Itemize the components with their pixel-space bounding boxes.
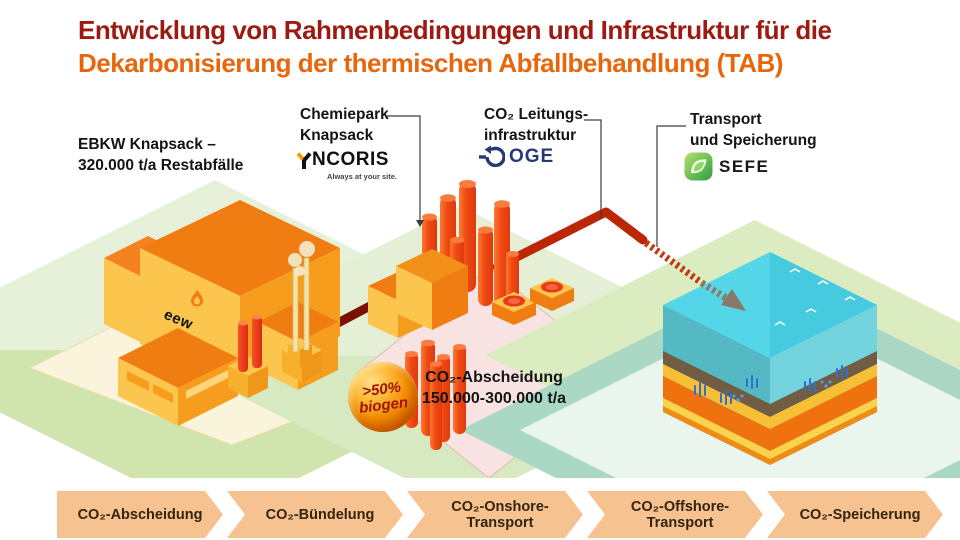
co2-capture-text: CO₂-Abscheidung 150.000-300.000 t/a: [421, 369, 567, 407]
factory-illustration: [104, 200, 340, 426]
sefe-leaf-icon: [684, 152, 713, 181]
process-steps-bar: CO₂-Abscheidung CO₂-Bündelung CO₂-Onshor…: [57, 491, 943, 538]
yncoris-y-icon: [296, 151, 312, 169]
process-step-speicherung: CO₂-Speicherung: [767, 491, 943, 538]
biogen-badge-text: >50% biogen: [358, 378, 410, 416]
label-connectors: [387, 115, 686, 247]
oge-logo: OGE: [479, 145, 554, 169]
process-step-buendelung: CO₂-Bündelung: [227, 491, 403, 538]
sea-storage-illustration: [663, 252, 877, 465]
chemiepark-illustration: [368, 180, 574, 450]
pipe-chemiepark-rise: [492, 207, 648, 272]
label-transport-storage: Transport und Speicherung: [690, 111, 817, 149]
eew-flame-icon: [191, 290, 203, 307]
label-chemiepark: Chemiepark Knapsack: [300, 106, 389, 144]
page-title-line2: Dekarbonisierung der thermischen Abfallb…: [78, 48, 783, 78]
arrowhead-into-sea: [721, 289, 746, 311]
label-pipeline-infrastructure: CO₂ Leitungs- infrastruktur: [484, 106, 589, 144]
page-title-line1: Entwicklung von Rahmenbedingungen und In…: [78, 15, 832, 45]
process-step-onshore-transport: CO₂-Onshore- Transport: [407, 491, 583, 538]
process-step-offshore-transport: CO₂-Offshore- Transport: [587, 491, 763, 538]
oge-circular-arrow-icon: [479, 145, 505, 168]
bird-icons: [774, 268, 856, 326]
label-ebkw: EBKW Knapsack – 320.000 t/a Restabfälle: [78, 136, 244, 174]
yncoris-wordmark: NCORIS: [312, 149, 389, 170]
sefe-wordmark: SEFE: [719, 156, 770, 176]
sefe-logo: SEFE: [684, 152, 769, 181]
oge-wordmark: OGE: [509, 146, 555, 167]
biogen-badge: >50% biogen: [348, 362, 418, 432]
process-step-abscheidung: CO₂-Abscheidung: [57, 491, 223, 538]
connector-arrow: [416, 220, 424, 227]
yncoris-tagline: Always at your site.: [326, 172, 397, 181]
yncoris-logo: NCORIS: [296, 149, 389, 171]
coral-dots: [732, 380, 832, 402]
pipe-offshore-dashed: [643, 240, 746, 311]
smoke-puffs: [288, 241, 315, 276]
coral-cluster: [694, 365, 848, 405]
